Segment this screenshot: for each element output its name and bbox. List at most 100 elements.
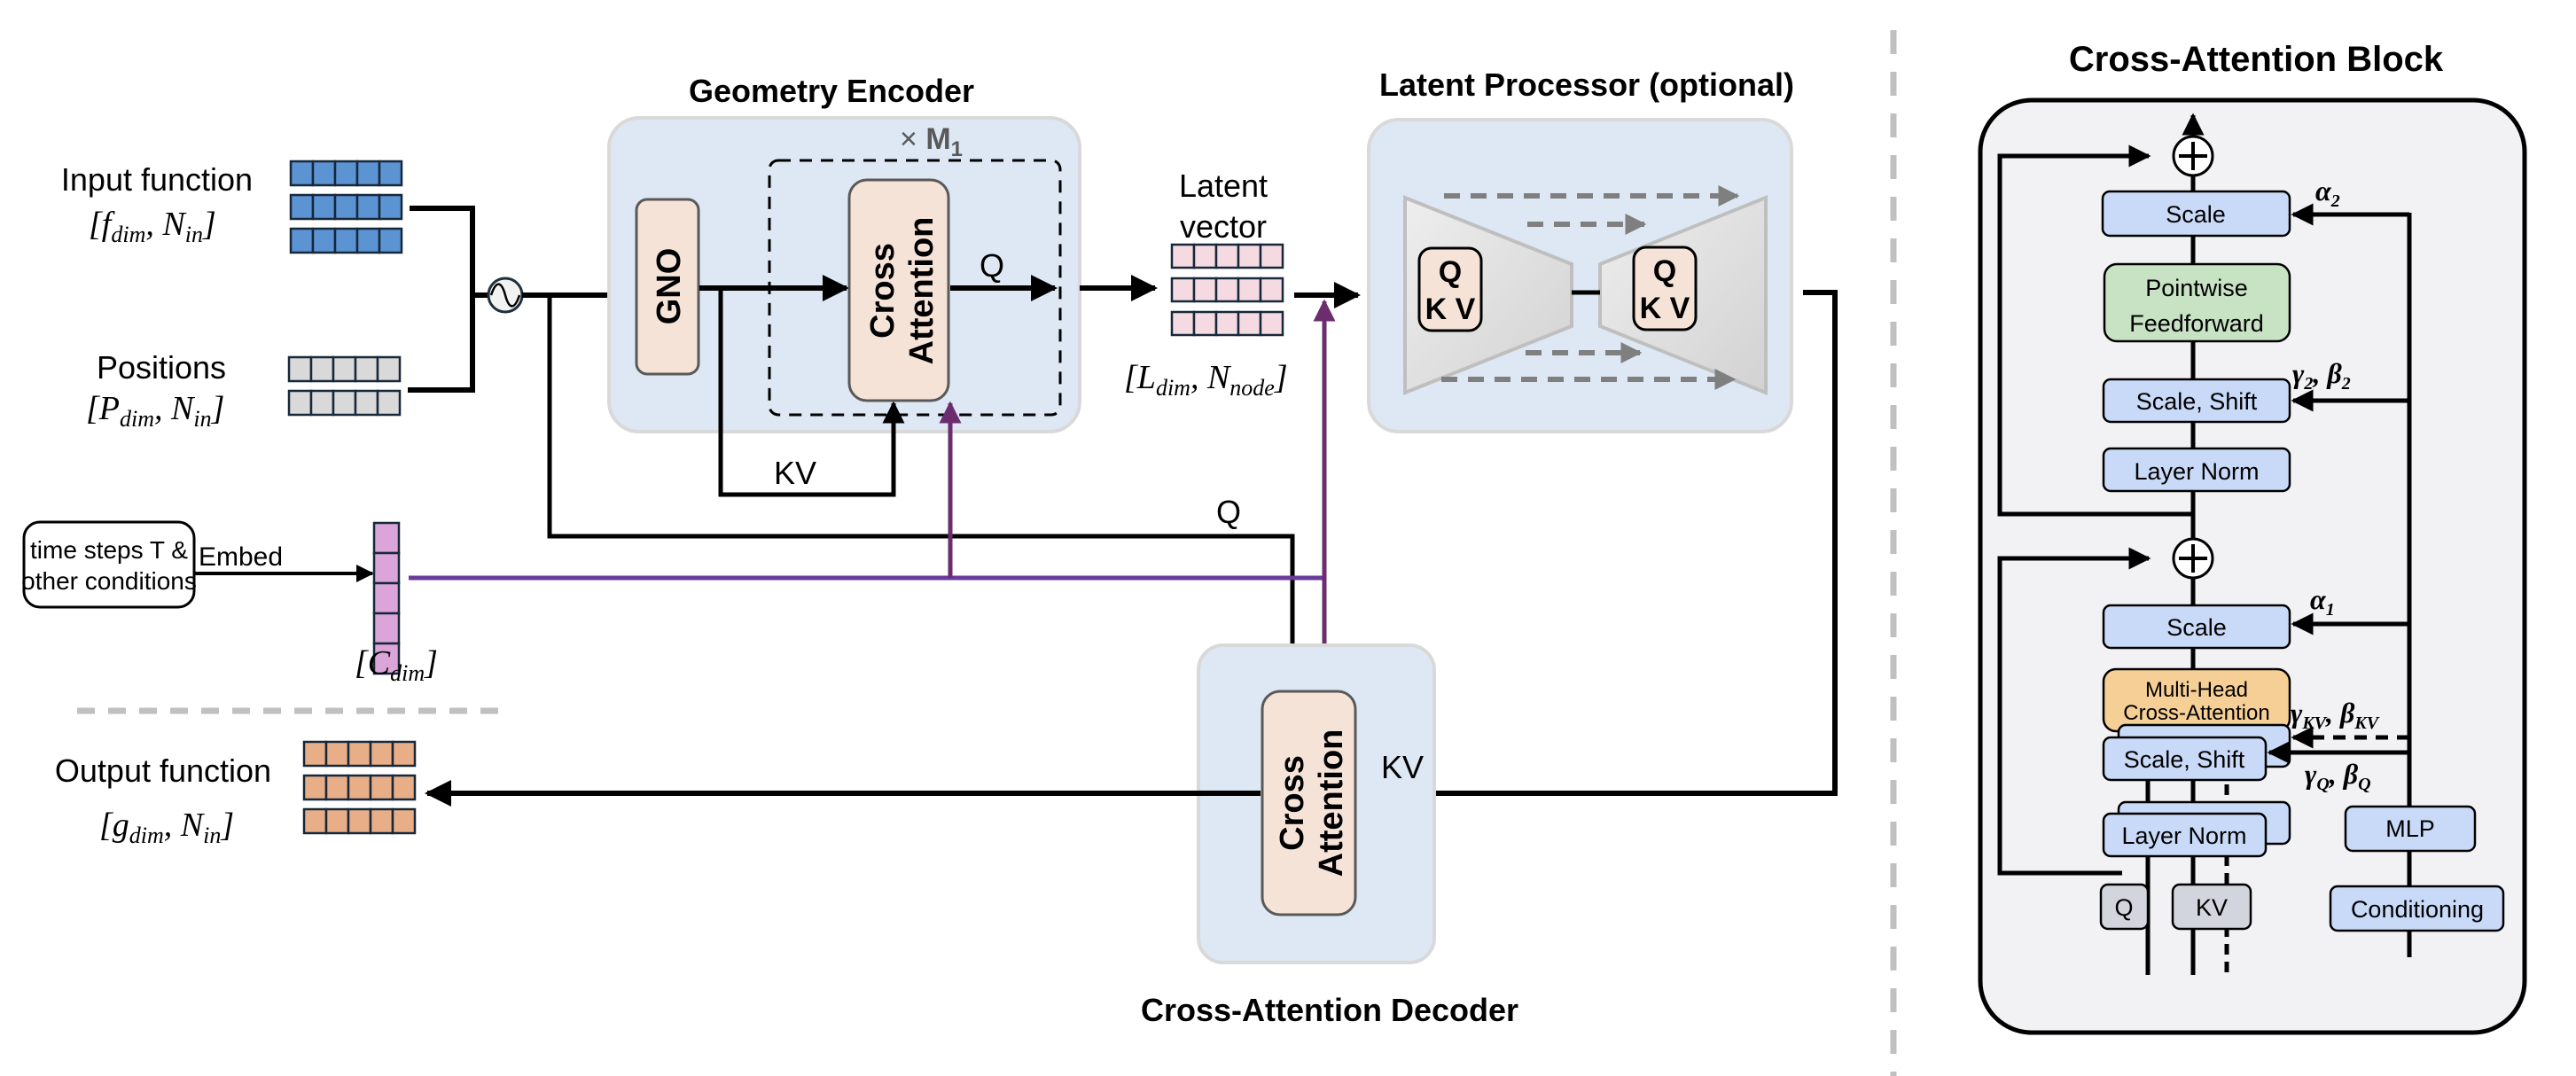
conditions-line1: time steps T &: [30, 536, 188, 564]
input-function-tensor: [289, 160, 403, 254]
tensor-cell: [378, 193, 403, 221]
block-conditioning-label: Conditioning: [2351, 896, 2484, 923]
tensor-cell: [332, 355, 357, 383]
tensor-cell: [324, 740, 350, 768]
sine-wave-icon: [489, 283, 521, 308]
tensor-cell: [1192, 243, 1218, 269]
tensor-cell: [354, 355, 379, 383]
block-kv-input: [2171, 883, 2252, 931]
tensor-cell: [311, 227, 337, 254]
tensor-cell: [333, 193, 359, 221]
tensor-cell: [333, 227, 359, 254]
tensor-cell: [1170, 243, 1196, 269]
processor-encoder-trapezoid: [1403, 195, 1573, 395]
block-feedforward-label: Pointwise: [2145, 275, 2248, 301]
tensor-cell: [1170, 277, 1196, 303]
tensor-cell: [378, 227, 403, 254]
encoder-cross-attention-label: CrossAttention: [864, 217, 941, 365]
add-bottom-plus: [2179, 544, 2207, 573]
q-route-line: [547, 295, 1304, 690]
latent-processor-title: Latent Processor (optional): [1379, 66, 1794, 103]
gamma2-beta2-label: γ2, β2: [2292, 357, 2351, 394]
tensor-cell: [1237, 310, 1262, 337]
tensor-cell: [376, 355, 402, 383]
repeat-count-label: × M1: [900, 122, 963, 161]
tensor-cell: [372, 642, 401, 675]
residual-loop-bottom: [1997, 547, 2151, 876]
tensor-cell: [289, 193, 315, 221]
block-layer-norm-bottom-label: Layer Norm: [2121, 823, 2246, 849]
tensor-cell: [333, 160, 359, 187]
block-scale-shift-bottom-label: Scale, Shift: [2124, 746, 2245, 773]
tensor-cell: [1214, 243, 1240, 269]
output-function-shape: [gdim, Nin]: [99, 807, 234, 848]
output-function-tensor: [302, 740, 417, 835]
block-mlp-label: MLP: [2385, 815, 2435, 842]
block-title: Cross-Attention Block: [2069, 40, 2444, 79]
add-top-plus: [2179, 142, 2207, 170]
input-function-group: Input function [fdim, Nin]: [61, 160, 403, 254]
q-route-label: Q: [1216, 494, 1241, 530]
tensor-cell: [372, 581, 401, 615]
condition-embedding-tensor: [372, 521, 401, 675]
block-kv-input-label: KV: [2196, 894, 2228, 921]
tensor-cell: [369, 774, 394, 801]
tensor-cell: [1237, 277, 1262, 303]
tensor-cell: [355, 227, 381, 254]
gamma-kv-beta-kv-label: γKV, βKV: [2291, 697, 2380, 733]
processor-left-kv: K V: [1425, 292, 1476, 326]
tensor-cell: [378, 160, 403, 187]
decoder-cross-attention-block: [1261, 690, 1357, 916]
residual-loop-top: [1997, 144, 2193, 517]
latent-vector-tensor: [1170, 243, 1284, 337]
conditions-box: [22, 520, 196, 609]
tensor-cell: [391, 807, 417, 835]
tensor-cell: [309, 389, 335, 417]
tensor-cell: [289, 227, 315, 254]
tensor-cell: [372, 551, 401, 585]
tensor-cell: [1170, 310, 1196, 337]
block-q-input: [2099, 883, 2150, 931]
block-scale-bottom: [2102, 604, 2291, 650]
decoder-title: Cross-Attention Decoder: [1141, 992, 1518, 1028]
tensor-cell: [369, 740, 394, 768]
decoder-kv-label: KV: [1381, 749, 1424, 785]
tensor-cell: [372, 521, 401, 555]
tensor-cell: [324, 774, 350, 801]
tensor-cell: [1259, 243, 1284, 269]
encoder-cross-attention-block: [847, 178, 950, 402]
block-scale-shift-top-label: Scale, Shift: [2136, 388, 2258, 415]
tensor-cell: [1192, 310, 1218, 337]
processor-left-q: Q: [1439, 255, 1462, 289]
tensor-cell: [1259, 277, 1284, 303]
input-merge-line: [408, 206, 475, 393]
processor-right-q: Q: [1653, 254, 1676, 288]
gamma-q-beta-q-label: γQ, βQ: [2305, 758, 2371, 794]
positions-shape: [Pdim, Nin]: [86, 390, 224, 432]
tensor-cell: [302, 774, 328, 801]
tensor-cell: [1259, 310, 1284, 337]
tensor-cell: [355, 193, 381, 221]
tensor-cell: [372, 612, 401, 645]
processor-right-kv: K V: [1640, 292, 1690, 325]
tensor-cell: [311, 193, 337, 221]
tensor-cell: [1192, 277, 1218, 303]
block-mhca-label: Multi-Head: [2145, 678, 2248, 702]
alpha1-label: α1: [2310, 583, 2335, 620]
encoder-kv-line: [718, 288, 905, 497]
positions-group: Positions [Pdim, Nin]: [86, 349, 402, 432]
tensor-cell: [302, 740, 328, 768]
block-scale-top-label: Scale: [2166, 201, 2226, 228]
tensor-cell: [391, 740, 417, 768]
block-layer-norm-top-label: Layer Norm: [2134, 458, 2259, 485]
tensor-cell: [369, 807, 394, 835]
block-mhca-label2: Cross-Attention: [2123, 701, 2269, 725]
block-scale-bottom-label: Scale: [2166, 614, 2227, 641]
block-feedforward: [2103, 262, 2291, 343]
block-q-input-label: Q: [2114, 894, 2133, 921]
tensor-cell: [311, 160, 337, 187]
tensor-cell: [289, 160, 315, 187]
tensor-cell: [355, 160, 381, 187]
tensor-cell: [347, 807, 372, 835]
